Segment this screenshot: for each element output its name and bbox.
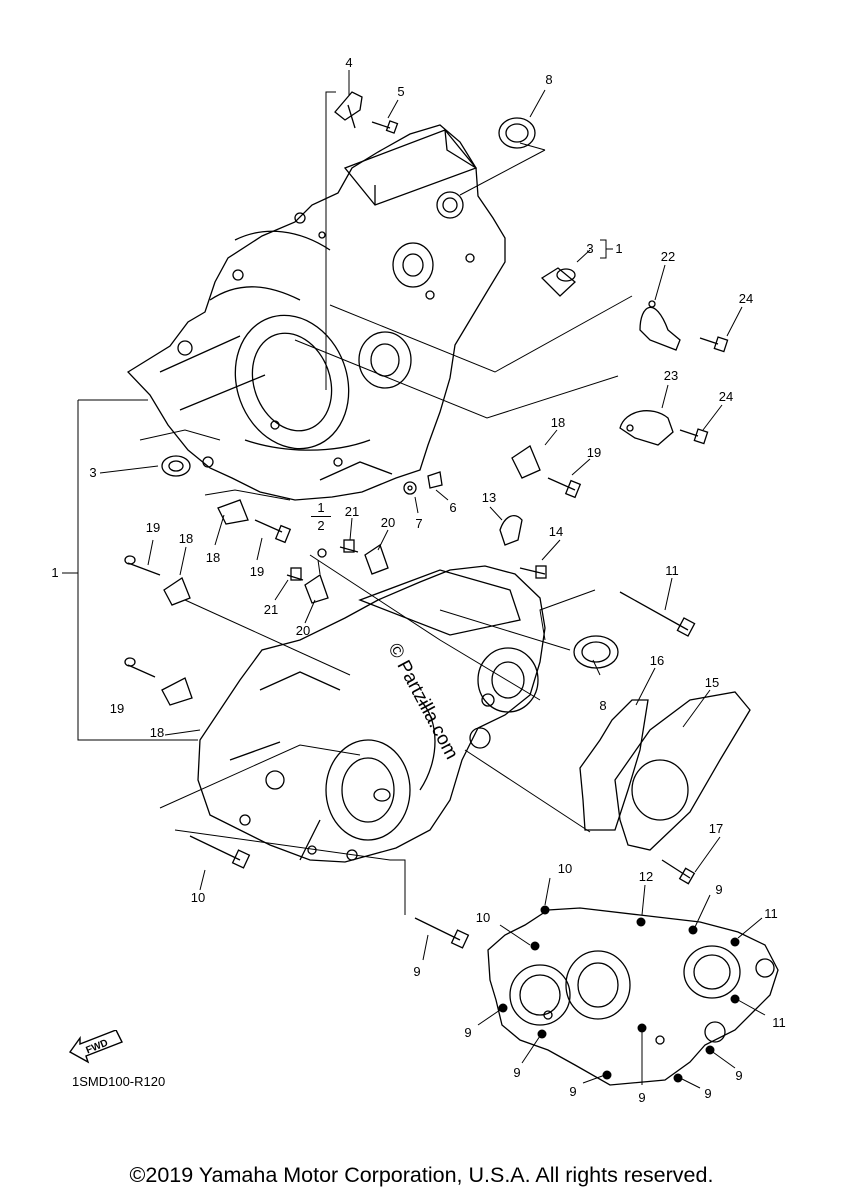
callout-label: 11 xyxy=(764,906,778,921)
callout-label: 9 xyxy=(569,1084,577,1099)
small-parts xyxy=(124,91,751,949)
callout-label: 24 xyxy=(718,389,734,404)
crankcase-lower-half xyxy=(197,565,546,863)
callout-label: 1 xyxy=(615,241,623,256)
callout-label: 18 xyxy=(178,531,194,546)
crankcase-upper-half xyxy=(126,124,506,501)
callout-label: 11 xyxy=(772,1015,786,1030)
callout-label: 9 xyxy=(735,1068,743,1083)
callout-label: 9 xyxy=(704,1086,712,1101)
callout-label: 17 xyxy=(708,821,724,836)
callout-label: 12 xyxy=(638,869,654,884)
callout-label: 9 xyxy=(413,964,421,979)
callout-label: 19 xyxy=(586,445,602,460)
callout-label: 11 xyxy=(665,563,679,578)
callout-label: 4 xyxy=(345,55,353,70)
callout-label: 3 xyxy=(586,241,594,256)
callout-label: 10 xyxy=(475,910,491,925)
callout-label: 8 xyxy=(545,72,553,87)
callout-label: 9 xyxy=(715,882,723,897)
callout-label: 20 xyxy=(295,623,311,638)
callout-label: 23 xyxy=(663,368,679,383)
callout-label: 1 xyxy=(51,565,59,580)
callout-label: 3 xyxy=(89,465,97,480)
copyright-notice: ©2019 Yamaha Motor Corporation, U.S.A. A… xyxy=(129,1163,714,1187)
callout-label: 1 xyxy=(317,500,325,515)
leader-lines xyxy=(62,70,766,1089)
callout-label: 14 xyxy=(548,524,564,539)
callout-label: 19 xyxy=(109,701,125,716)
callout-label: 18 xyxy=(149,725,165,740)
callout-label: 9 xyxy=(464,1025,472,1040)
crankcase-bolt-view xyxy=(487,905,779,1086)
fwd-arrow-icon: FWD xyxy=(68,1030,123,1064)
callout-label: 24 xyxy=(738,291,754,306)
callout-label: 5 xyxy=(397,84,405,99)
callout-label: 22 xyxy=(660,249,676,264)
callout-label: 13 xyxy=(481,490,497,505)
callout-label: 7 xyxy=(415,516,423,531)
callout-label: 6 xyxy=(449,500,457,515)
callout-label: 9 xyxy=(638,1090,646,1105)
callout-label: 10 xyxy=(557,861,573,876)
callout-label: 18 xyxy=(205,550,221,565)
callout-label: 18 xyxy=(550,415,566,430)
callout-label: 8 xyxy=(599,698,607,713)
diagram-code: 1SMD100-R120 xyxy=(72,1074,166,1089)
callout-label: 19 xyxy=(145,520,161,535)
callout-label: 16 xyxy=(649,653,665,668)
callout-label: 2 xyxy=(317,518,325,533)
fraction-bar xyxy=(311,516,331,517)
callout-label: 15 xyxy=(704,675,720,690)
callout-label: 21 xyxy=(344,504,360,519)
callout-label: 21 xyxy=(263,602,279,617)
callout-label: 19 xyxy=(249,564,265,579)
callout-label: 10 xyxy=(190,890,206,905)
callout-label: 20 xyxy=(380,515,396,530)
callout-label: 9 xyxy=(513,1065,521,1080)
